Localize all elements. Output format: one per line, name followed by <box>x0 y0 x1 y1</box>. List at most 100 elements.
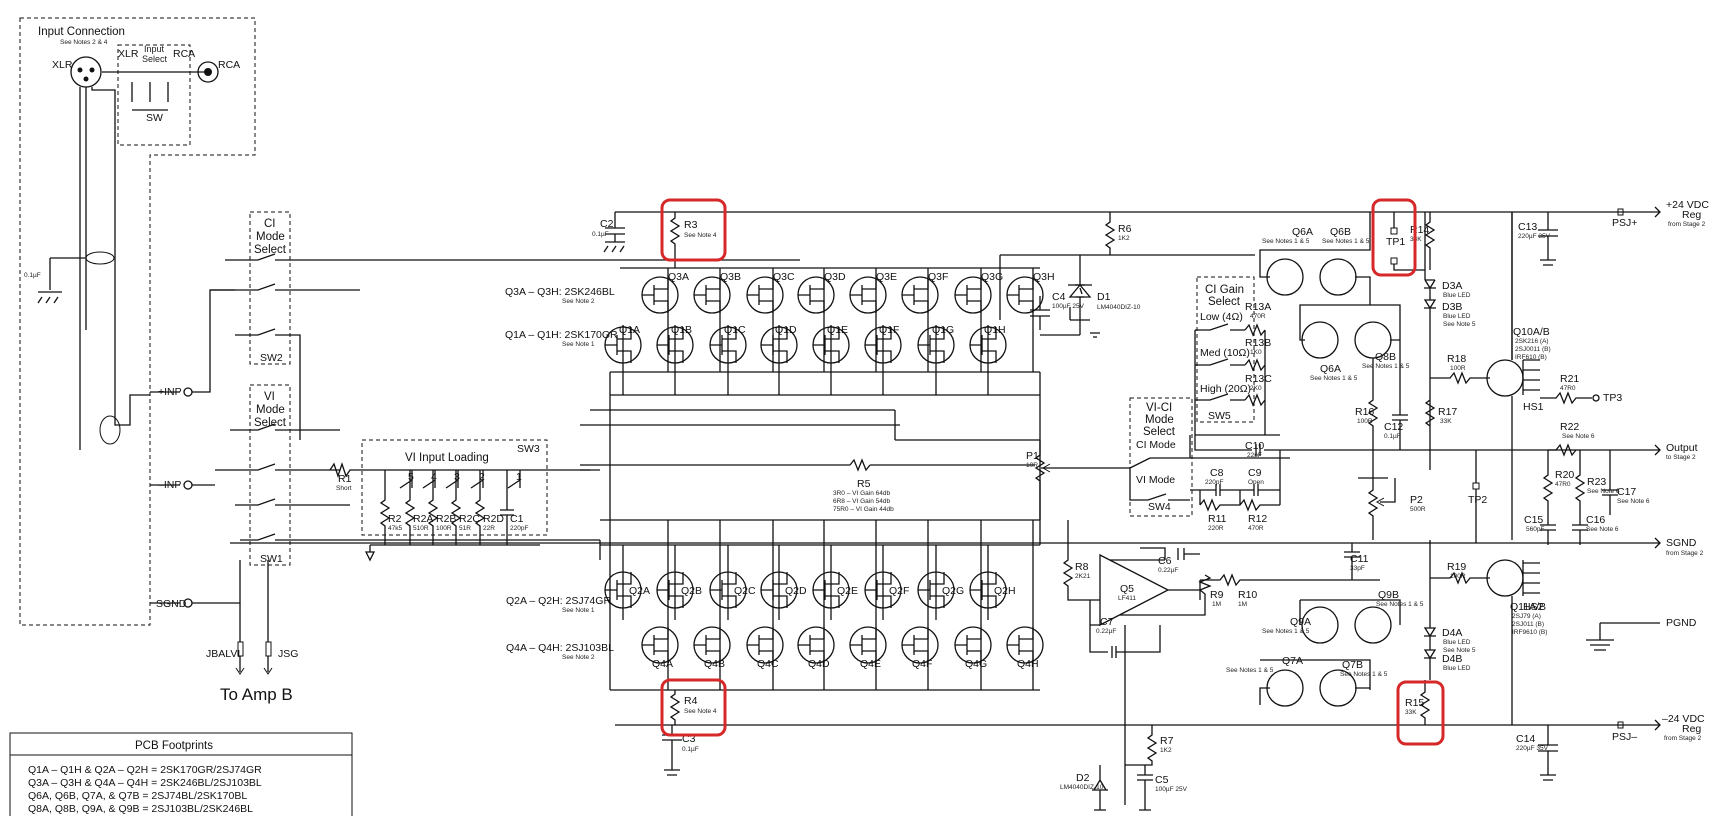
q5-opamp: Q5 LF411 R8 2K21 C6 0.22µF R9 1M R10 1M … <box>1062 520 1380 658</box>
tp2-icon[interactable] <box>1472 482 1480 490</box>
vici-ci: CI Mode <box>1136 439 1176 451</box>
tp1-label: TP1 <box>1386 236 1405 248</box>
vici-l3: Select <box>1143 426 1176 438</box>
output-stage: Q6A See Notes 1 & 5 Q6B See Notes 1 & 5 … <box>230 208 1650 811</box>
r5-resistor: R5 3R0 – VI Gain 64db 6R8 – VI Gain 54db… <box>580 458 1035 513</box>
xlr-label-2: XLR <box>118 48 139 60</box>
vil-res-label: R2D <box>483 513 504 525</box>
sw4-contacts[interactable] <box>1129 435 1290 501</box>
jfet-label: Q3A <box>668 271 689 283</box>
r19-value: 100R <box>1450 573 1466 580</box>
sw3-position[interactable]: 5 <box>408 471 414 483</box>
p1-label: P1 <box>1026 450 1039 462</box>
c8-value: 220pF <box>1205 479 1223 486</box>
psj-minus-jumper-icon[interactable] <box>1617 721 1624 729</box>
r5-line2: 6R8 – VI Gain 54db <box>833 498 890 505</box>
r23-value: See Note 6 <box>1587 488 1620 495</box>
sgnd-label: SGND <box>156 598 187 610</box>
pos-rail-l1: +24 VDC <box>1666 199 1709 211</box>
r7-label: R7 <box>1160 735 1174 747</box>
jfet-label: Q1E <box>827 324 848 336</box>
q9b-label: Q9B <box>1378 589 1399 601</box>
input-notes: See Notes 2 & 4 <box>60 39 108 46</box>
sw3-position[interactable]: 2 <box>479 471 485 483</box>
shield-cap-label: 0.1µF <box>24 272 41 279</box>
d2-label: D2 <box>1076 772 1090 784</box>
sw5-contacts[interactable] <box>1195 323 1245 401</box>
jfet-label: Q4H <box>1017 658 1039 670</box>
rail-labels: +24 VDC Reg from Stage 2 Output to Stage… <box>1640 199 1709 742</box>
inp-plus-terminal[interactable] <box>183 387 193 397</box>
jfet-label: Q4D <box>808 658 830 670</box>
c9-label: C9 <box>1248 467 1262 479</box>
c10-value: 22pF <box>1247 452 1262 459</box>
r15-label: R15 <box>1405 697 1424 709</box>
q7a-label: Q7A <box>1282 655 1303 667</box>
sw2-contacts[interactable] <box>210 253 800 440</box>
r13b-label: R13B <box>1245 337 1271 349</box>
c3-value: 0.1µF <box>682 746 699 753</box>
xlr-connector-icon <box>70 56 102 88</box>
hs2-label: HS2 <box>1523 601 1544 613</box>
tp3-icon[interactable] <box>1592 394 1600 402</box>
jfet-label: Q2G <box>942 585 964 597</box>
psj-plus-jumper-icon[interactable] <box>1617 208 1624 216</box>
ci-gain-t1: CI Gain <box>1205 284 1244 296</box>
r21-label: R21 <box>1560 373 1579 385</box>
q4-desc: Q4A – Q4H: 2SJ103BL <box>506 642 614 654</box>
c15-value: 560pF <box>1526 526 1544 533</box>
jfet-label: Q2C <box>734 585 756 597</box>
tp1-icon[interactable] <box>1390 227 1398 235</box>
pcb-title: PCB Footprints <box>135 740 213 752</box>
q9b-transistor-icon <box>1354 606 1392 644</box>
r12-label: R12 <box>1248 513 1267 525</box>
jfet-label: Q4B <box>704 658 725 670</box>
r5-line1: 3R0 – VI Gain 64db <box>833 490 890 497</box>
r17-label: R17 <box>1438 406 1457 418</box>
c11-label: C11 <box>1350 553 1369 565</box>
vi-mode-sw: SW1 <box>260 553 283 565</box>
q11-v3: IRF9610 (B) <box>1512 629 1547 636</box>
q6a-label: Q6A <box>1292 226 1313 238</box>
pos-rail-l3: from Stage 2 <box>1668 221 1706 228</box>
q6a-note: See Notes 1 & 5 <box>1262 238 1310 245</box>
q6b-label: Q6B <box>1330 226 1351 238</box>
ci-gain-t2: Select <box>1208 296 1241 308</box>
vici-vi: VI Mode <box>1136 474 1175 486</box>
q5-value: LF411 <box>1118 595 1136 602</box>
r19-label: R19 <box>1447 561 1466 573</box>
input-sw-label: SW <box>146 112 163 124</box>
q6a2-transistor-icon <box>1301 321 1339 359</box>
inp-minus-terminal[interactable] <box>183 480 193 490</box>
jfet-label: Q3G <box>981 271 1003 283</box>
r7-value: 1K2 <box>1160 747 1172 754</box>
jfet-label: Q2H <box>994 585 1016 597</box>
r8-label: R8 <box>1075 561 1089 573</box>
sw3-position[interactable]: 4 <box>431 471 437 483</box>
p1-value: 10R <box>1026 462 1038 469</box>
q3-desc-note: See Note 2 <box>562 298 595 305</box>
r13c-value: 2K0 <box>1250 385 1262 392</box>
tp2-label: TP2 <box>1468 494 1487 506</box>
c5-label: C5 <box>1155 774 1169 786</box>
q6a2-note: See Notes 1 & 5 <box>1310 375 1358 382</box>
vi-mode-l3: Select <box>254 417 287 429</box>
sw3-position[interactable]: 1 <box>516 471 522 483</box>
q7a-note: See Notes 1 & 5 <box>1226 667 1274 674</box>
q6a2-label: Q6A <box>1320 363 1341 375</box>
d1-label: D1 <box>1097 291 1111 303</box>
q10-v1: 2SK216 (A) <box>1515 338 1549 345</box>
r4-label: R4 <box>684 695 698 707</box>
sw3-position[interactable]: 3 <box>454 471 460 483</box>
d3b-label: D3B <box>1442 301 1462 313</box>
q9a-transistor-icon <box>1301 606 1339 644</box>
c4-label: C4 <box>1052 291 1066 303</box>
pcb-line-3: Q6A, Q6B, Q7A, & Q7B = 2SJ74BL/2SK170BL <box>28 790 247 802</box>
jumper-jsg-icon[interactable] <box>265 641 272 657</box>
sw1-contacts[interactable] <box>215 423 600 541</box>
c5-value: 100µF 25V <box>1155 786 1188 793</box>
r17-value: 33K <box>1440 418 1452 425</box>
array-buses <box>580 371 1041 690</box>
d2-value: LM4040DIZ-10 <box>1060 784 1104 791</box>
